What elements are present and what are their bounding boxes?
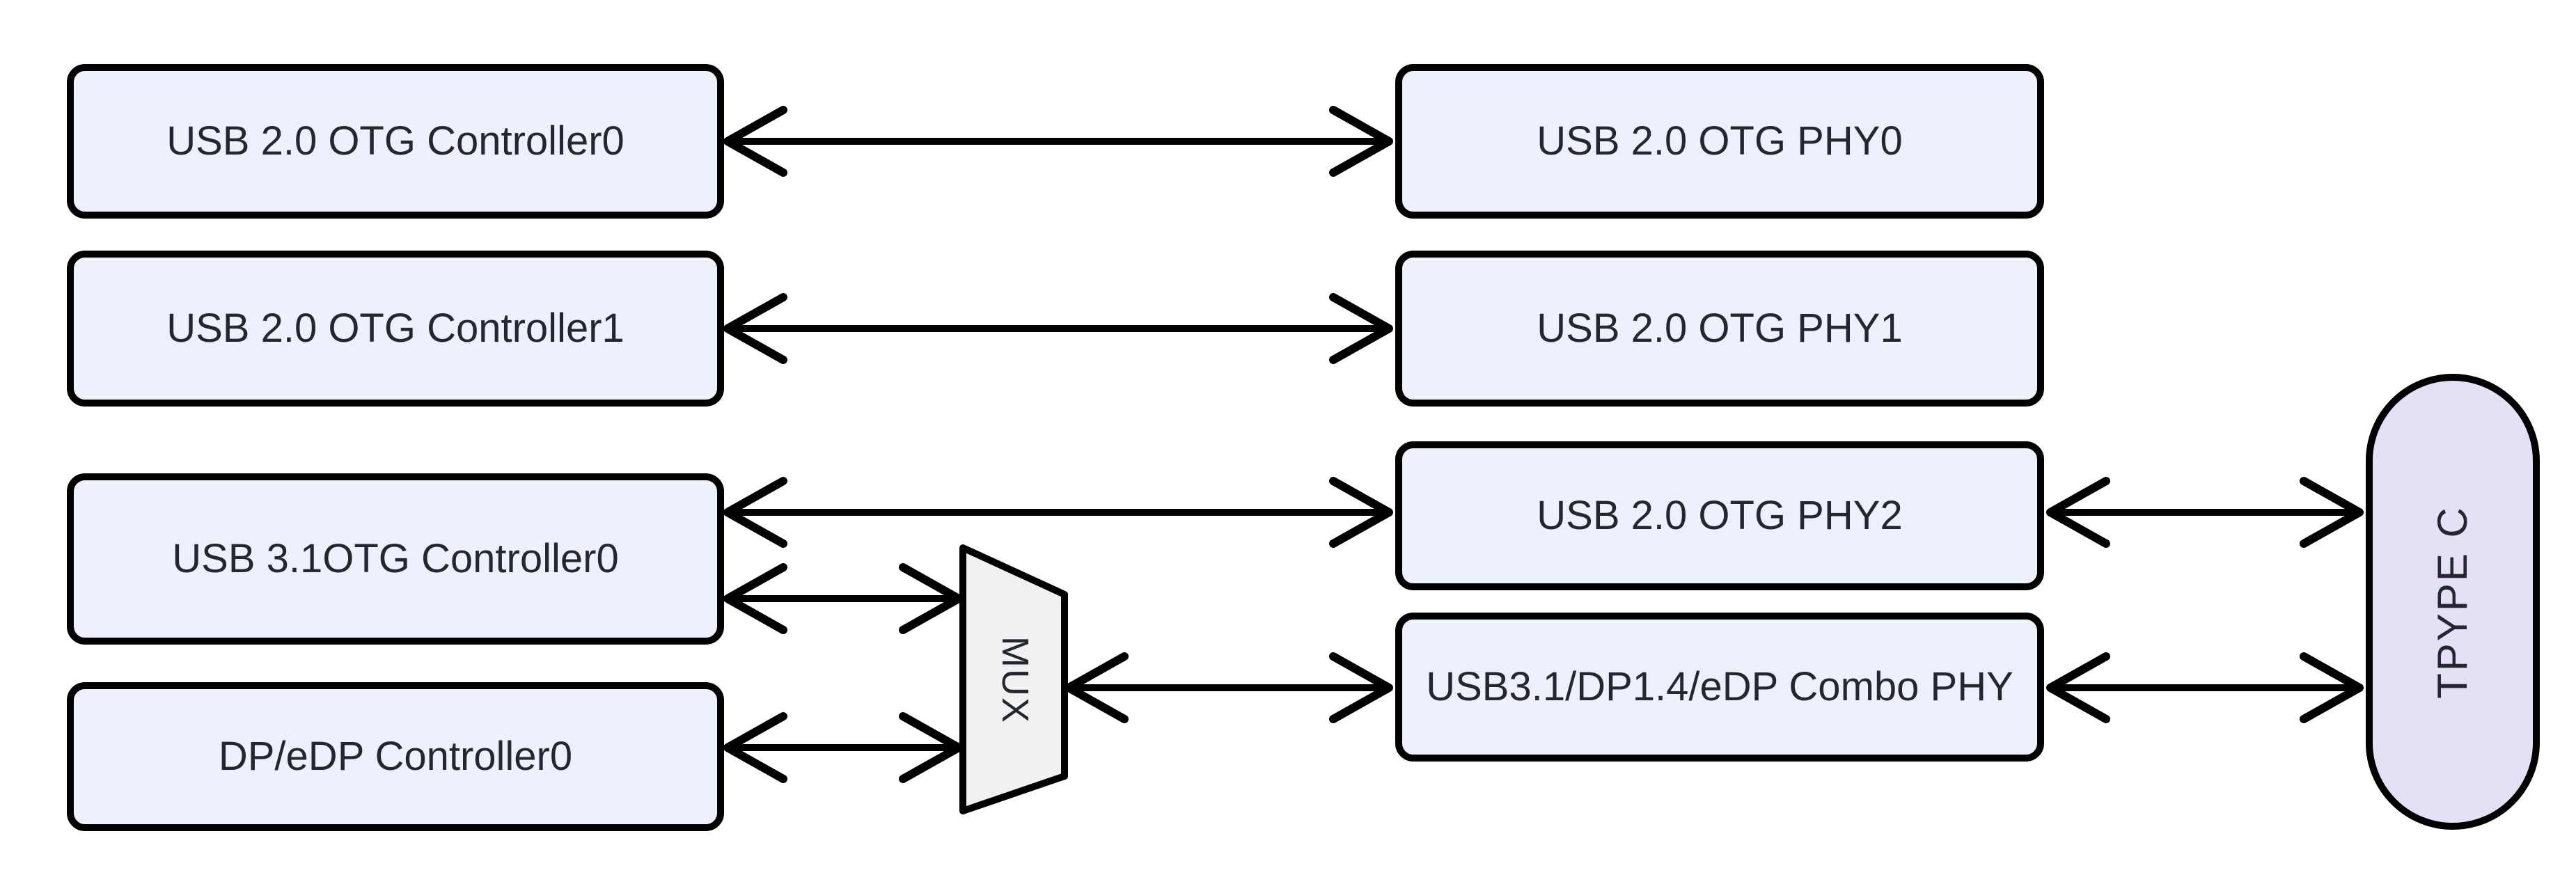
node-label: USB 3.1OTG Controller0 (172, 536, 619, 582)
node-label: USB 2.0 OTG PHY0 (1537, 118, 1903, 164)
node-label: USB 2.0 OTG Controller1 (166, 306, 625, 352)
node-mux: MUX (959, 544, 1071, 816)
node-usb31-otg-controller0: USB 3.1OTG Controller0 (67, 473, 724, 645)
node-usb2-otg-phy2: USB 2.0 OTG PHY2 (1395, 441, 2044, 590)
mux-trapezoid (959, 544, 1068, 814)
node-label: USB 2.0 OTG PHY1 (1537, 306, 1903, 352)
node-usb2-otg-phy0: USB 2.0 OTG PHY0 (1395, 64, 2044, 219)
node-type-c: TPYPE C (2366, 374, 2540, 830)
node-label: DP/eDP Controller0 (218, 734, 573, 780)
node-usb2-otg-phy1: USB 2.0 OTG PHY1 (1395, 251, 2044, 407)
node-usb2-otg-controller0: USB 2.0 OTG Controller0 (67, 64, 724, 219)
node-combo-phy: USB3.1/DP1.4/eDP Combo PHY (1395, 613, 2044, 762)
mux-label: MUX (994, 636, 1036, 724)
mux-label-wrap: MUX (959, 544, 1071, 816)
type-c-label: TPYPE C (2429, 505, 2476, 699)
node-label: USB3.1/DP1.4/eDP Combo PHY (1426, 664, 2013, 710)
node-label: USB 2.0 OTG Controller0 (166, 118, 625, 164)
mux-shape (959, 544, 1068, 814)
node-dp-edp-controller0: DP/eDP Controller0 (67, 682, 724, 831)
node-usb2-otg-controller1: USB 2.0 OTG Controller1 (67, 251, 724, 407)
node-label: USB 2.0 OTG PHY2 (1537, 493, 1903, 539)
